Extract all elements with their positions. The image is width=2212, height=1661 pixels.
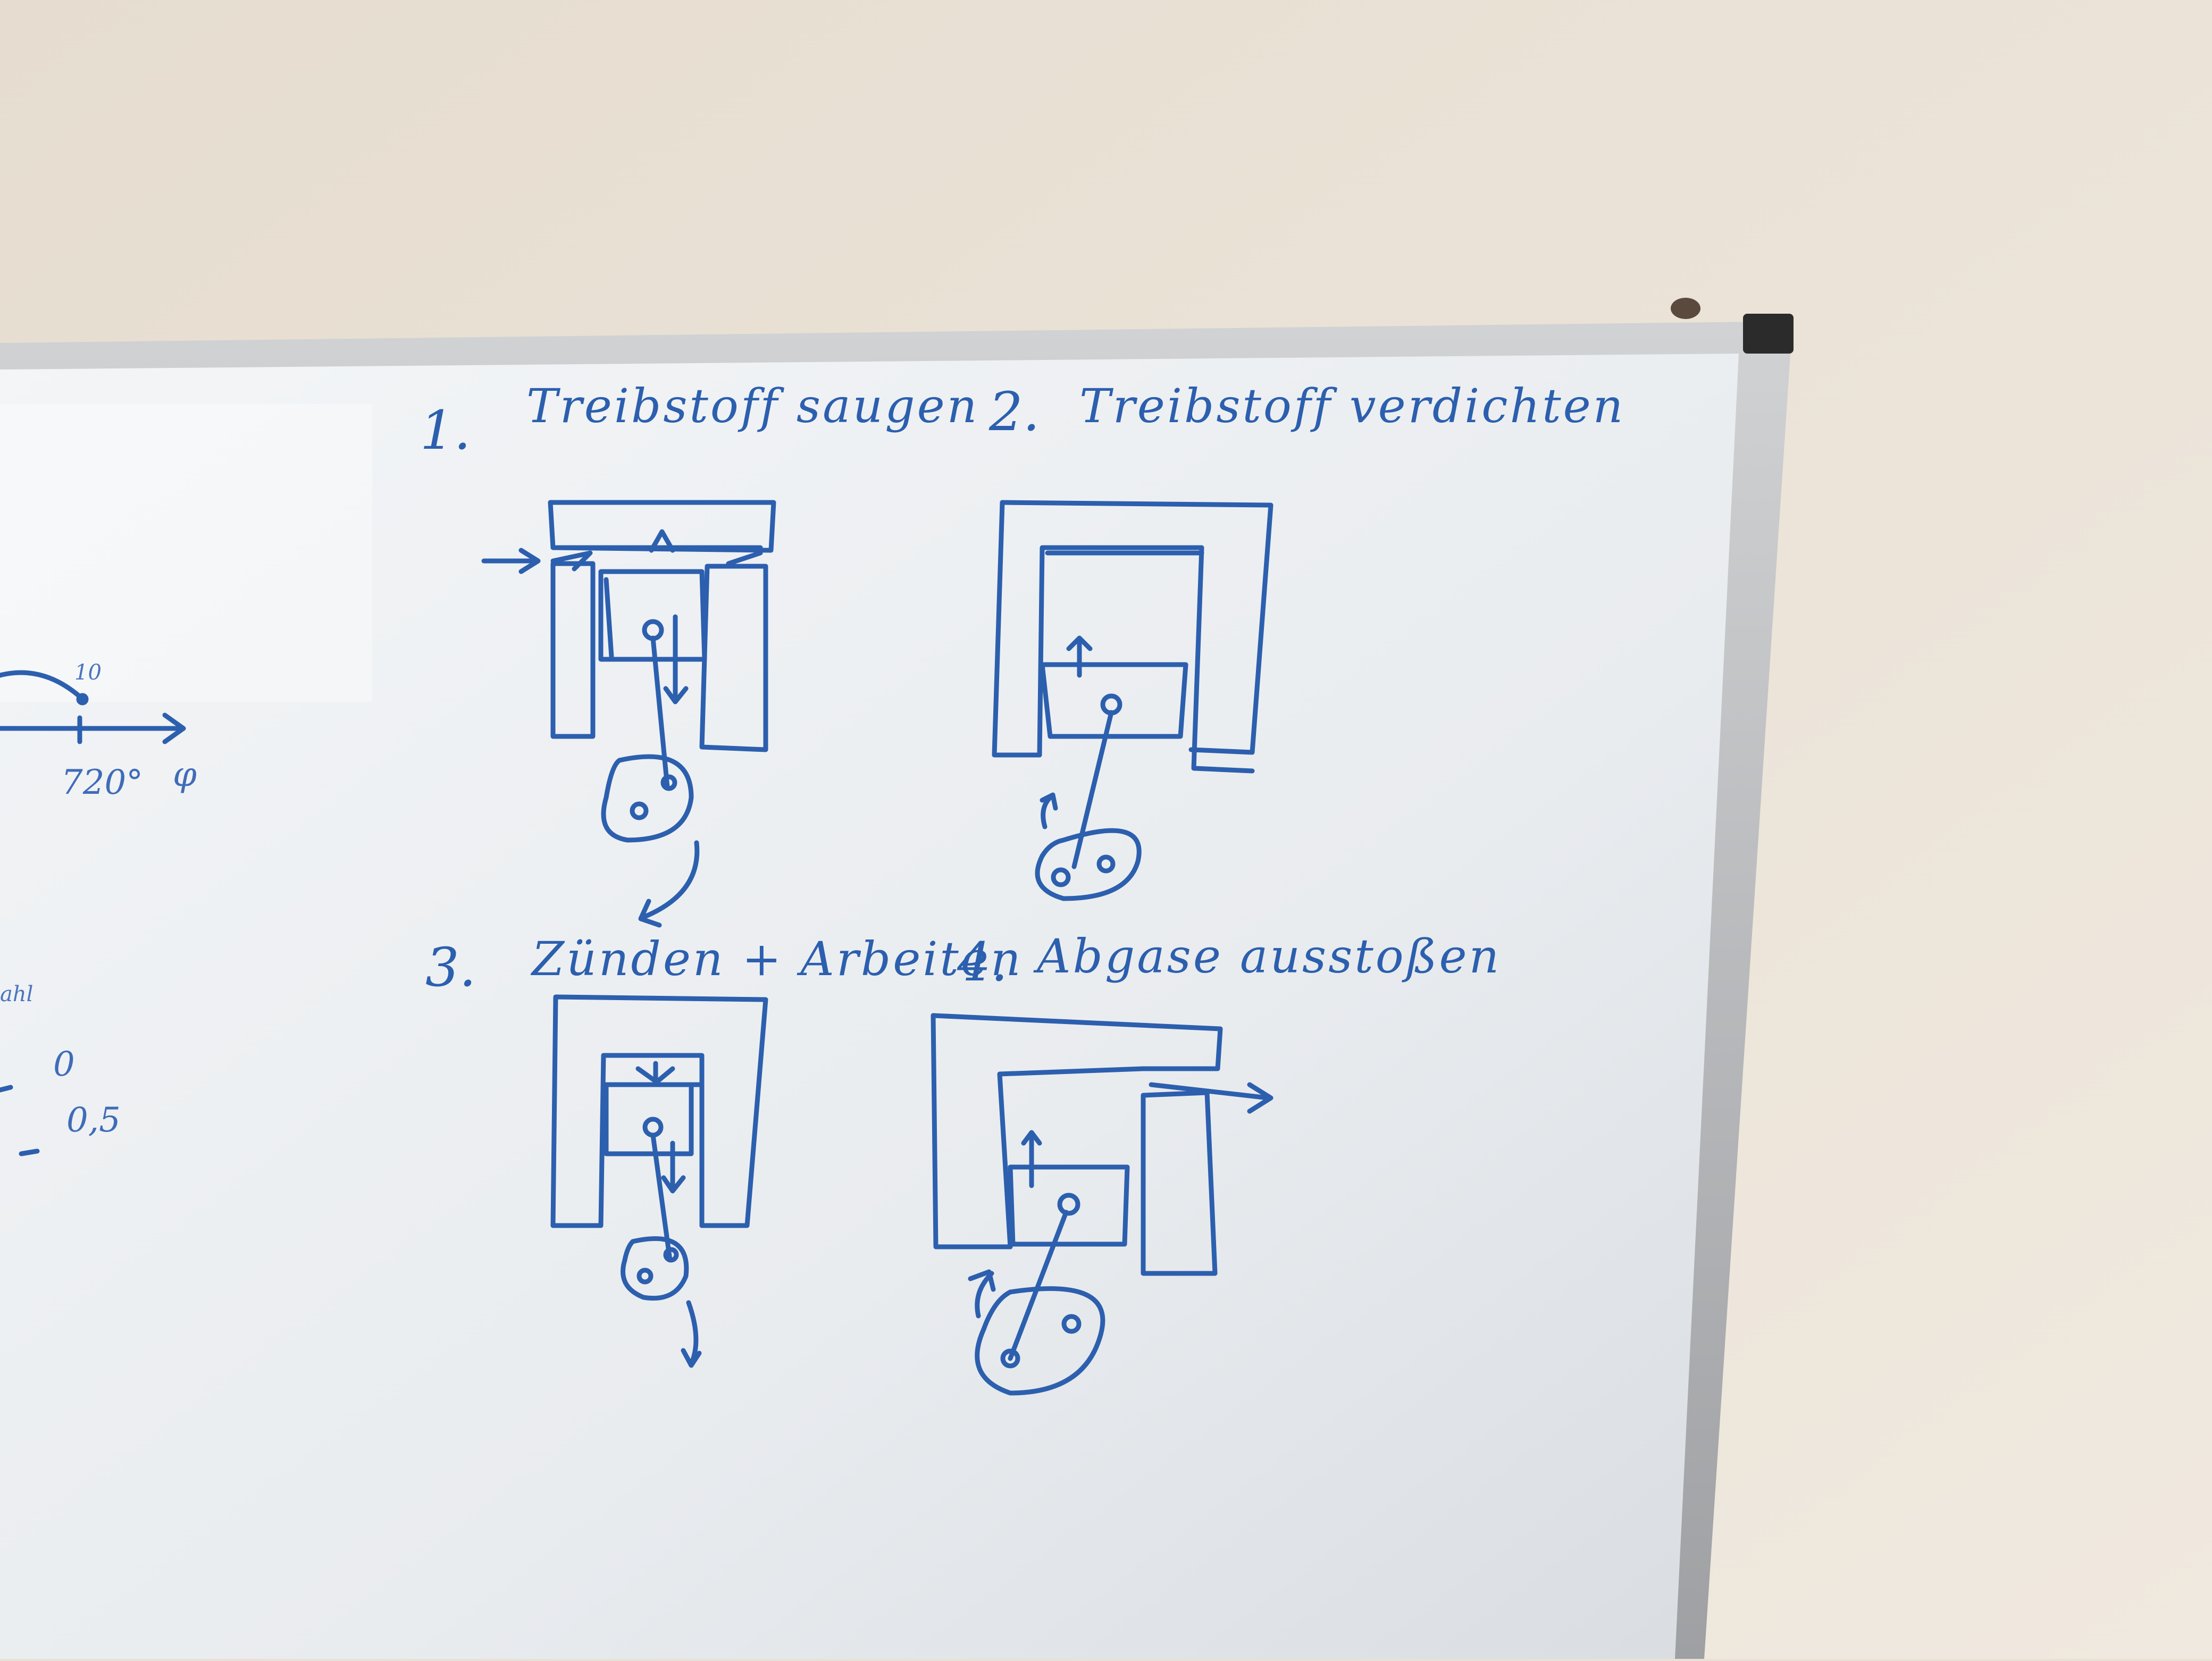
diagram-ignition — [550, 994, 768, 1368]
diagram-exhaust — [931, 1013, 1273, 1396]
value-half: 0,5 — [66, 1101, 121, 1140]
partial-word: ahl — [0, 982, 33, 1006]
axis-symbol: φ — [173, 755, 197, 794]
value-zero: 0 — [53, 1045, 75, 1084]
wall-hole — [1671, 298, 1700, 319]
step-4-title: Abgase ausstoßen — [1037, 929, 1502, 984]
angle-tick-label: 720° — [61, 763, 144, 802]
marker-drawings — [0, 500, 1273, 1396]
angle-graph — [0, 670, 186, 744]
whiteboard-surface — [0, 354, 1739, 1659]
frame-corner-cap — [1743, 314, 1794, 354]
step-1-number: 1. — [420, 399, 471, 462]
step-2-number: 2. — [989, 381, 1040, 443]
diagram-compression — [992, 500, 1273, 901]
step-1-title: Treibstoff saugen — [526, 379, 979, 433]
step-2-title: Treibstoff verdichten — [1079, 379, 1626, 433]
equals-mark-2 — [19, 1148, 40, 1156]
step-3-number: 3. — [425, 936, 476, 999]
graph-point-label: 10 — [74, 660, 102, 685]
step-4-number: 4. — [957, 931, 1008, 993]
equals-mark-1 — [0, 1085, 13, 1093]
window-reflection — [0, 404, 372, 702]
step-3-title: Zünden + Arbeiten — [532, 932, 1023, 986]
diagram-intake — [481, 500, 776, 928]
